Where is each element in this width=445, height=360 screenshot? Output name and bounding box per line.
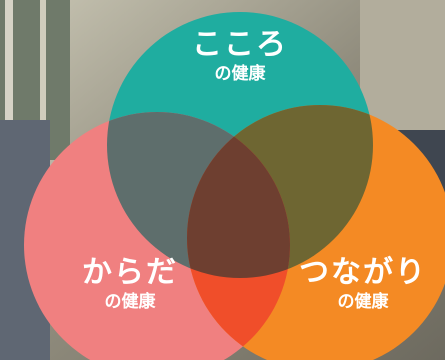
label-mind-title: こころ xyxy=(192,27,288,62)
label-connection-title: つながり xyxy=(299,255,427,290)
overlap-center xyxy=(187,112,290,278)
label-body: からだ の健康 xyxy=(70,258,190,311)
label-connection-subtitle: の健康 xyxy=(337,292,389,312)
label-body-subtitle: の健康 xyxy=(104,292,156,312)
label-body-title: からだ xyxy=(82,255,178,290)
label-mind: こころ の健康 xyxy=(180,30,300,83)
label-connection: つながり の健康 xyxy=(288,258,438,311)
label-mind-subtitle: の健康 xyxy=(214,64,266,84)
